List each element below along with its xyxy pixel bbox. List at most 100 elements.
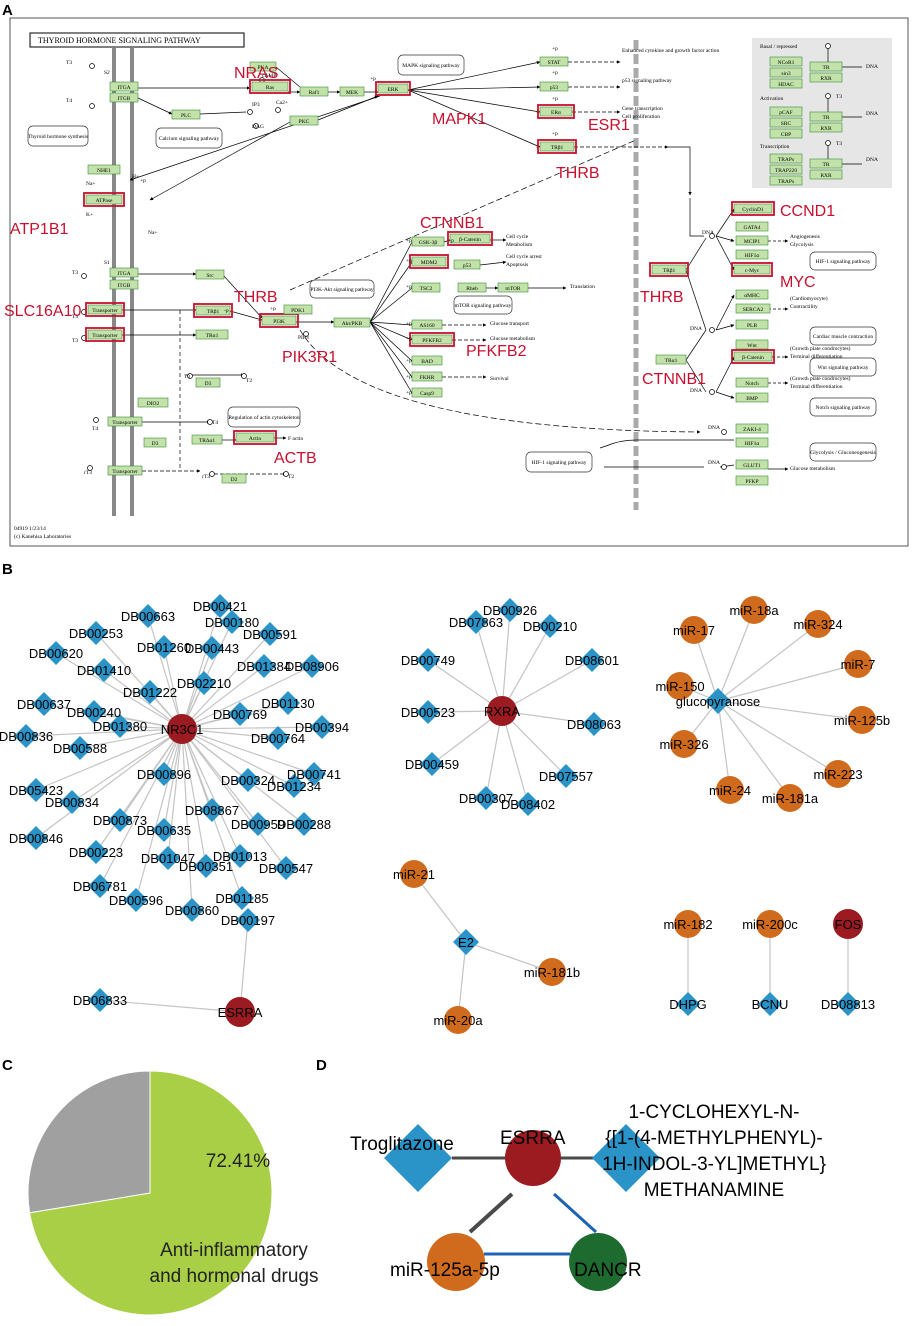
gene-box-dio3 bbox=[195, 377, 221, 388]
pathway-note: Activation bbox=[760, 96, 783, 102]
mirna-node bbox=[776, 784, 804, 812]
mirna-node bbox=[666, 672, 694, 700]
process-box-label: Cardiac muscle contraction bbox=[813, 334, 873, 340]
drug-node bbox=[252, 654, 276, 678]
pie-chart bbox=[27, 1070, 273, 1316]
mirna-node bbox=[804, 610, 832, 638]
process-box bbox=[525, 451, 593, 473]
gene-label-plc: PLC bbox=[181, 113, 191, 119]
highlight-gene-name: THRB bbox=[234, 289, 278, 306]
gene-label-aktpkb: Akt/PKB bbox=[342, 321, 363, 327]
gene-box-traps2 bbox=[769, 175, 803, 186]
process-box bbox=[227, 406, 301, 428]
drug-node bbox=[194, 854, 218, 878]
kegg-id: 04919 1/23/14 bbox=[14, 526, 46, 532]
pathway-note: Enhanced cytokine and growth factor acti… bbox=[622, 47, 720, 54]
drug-node bbox=[92, 658, 116, 682]
gene-label-pkc: PKC bbox=[299, 119, 310, 125]
pathway-note: +p bbox=[406, 321, 412, 327]
network-edge bbox=[501, 625, 551, 712]
process-box-label: PI3K-Akt signaling pathway bbox=[310, 287, 373, 293]
pathway-note: Na+ bbox=[148, 230, 158, 236]
node-label: DB00769 bbox=[213, 707, 267, 722]
network-edge bbox=[181, 728, 287, 869]
drug-node bbox=[88, 874, 112, 898]
gene-box-itga1 bbox=[109, 81, 139, 92]
network-edge bbox=[167, 728, 183, 859]
highlight-gene-name: MYC bbox=[780, 274, 816, 291]
gene-label-ras: Ras bbox=[266, 85, 274, 91]
pathway-note: cAMP bbox=[262, 73, 276, 79]
network-edge bbox=[163, 728, 183, 831]
compound-label-line1: 1-CYCLOHEXYL-N- bbox=[628, 1102, 799, 1123]
drug-node bbox=[152, 818, 176, 842]
gene-label-traa1: TRΔα1 bbox=[199, 438, 215, 444]
highlight-gene-name: PIK3R1 bbox=[282, 349, 337, 366]
pie-slice-0 bbox=[29, 1070, 273, 1316]
drug-node bbox=[836, 992, 860, 1016]
pathway-note: DAG bbox=[252, 124, 264, 130]
drug-node bbox=[108, 808, 132, 832]
gene-label-gsk3b: GSK-3β bbox=[419, 240, 438, 246]
node-label: miR-182 bbox=[663, 917, 712, 932]
node-label: DB01222 bbox=[123, 685, 177, 700]
gene-highlight-trans2 bbox=[85, 327, 125, 342]
gene-box-pka bbox=[249, 61, 277, 72]
pathway-note: T4 bbox=[66, 98, 72, 104]
pathway-note: Basal / repressed bbox=[760, 44, 798, 50]
gene-label-ncor1: NCoR1 bbox=[778, 60, 795, 66]
gene-box-src2 bbox=[769, 117, 803, 128]
node-label: BCNU bbox=[752, 997, 789, 1012]
gene-box-gata4 bbox=[735, 221, 769, 232]
pathway-note: DNA bbox=[702, 230, 714, 236]
pathway-note: +p bbox=[552, 70, 558, 76]
gene-label-itga2: ITGA bbox=[117, 271, 130, 277]
drug-node bbox=[416, 648, 440, 672]
gene-highlight-mdm2 bbox=[409, 254, 449, 269]
gene-label-rheb: Rheb bbox=[466, 286, 478, 292]
node-label: DB00210 bbox=[523, 619, 577, 634]
pathway-note: (Cardiomyocyte) bbox=[790, 295, 828, 302]
gene-highlight-erk bbox=[375, 81, 411, 96]
drug-node bbox=[416, 700, 440, 724]
gene-box-tsc2 bbox=[411, 282, 441, 293]
gene-box-notch bbox=[735, 377, 769, 388]
gene-box-gsk3b bbox=[411, 236, 445, 247]
pathway-note: Glucose metabolism bbox=[790, 466, 836, 472]
node-label: DB08063 bbox=[567, 717, 621, 732]
gene-box-rxr2 bbox=[809, 122, 843, 133]
gene-box-trap220 bbox=[769, 164, 803, 175]
troglitazone-node bbox=[384, 1124, 452, 1192]
gene-label-src2: SRC bbox=[781, 121, 792, 127]
node-label: DB00836 bbox=[0, 729, 53, 744]
drug-node bbox=[230, 886, 254, 910]
node-label: DB00180 bbox=[205, 615, 259, 630]
drug-node bbox=[464, 610, 488, 634]
node-label: DB06781 bbox=[73, 879, 127, 894]
pathway-note: (Growth plate condrocytes) bbox=[790, 375, 851, 382]
gene-box-amhc bbox=[735, 289, 769, 300]
gene-label-actin: Actin bbox=[249, 436, 261, 442]
gene-label-tr1: TR bbox=[822, 65, 829, 71]
network-edge bbox=[475, 621, 503, 712]
drug-node bbox=[236, 908, 260, 932]
gene-label-tsc2: TSC2 bbox=[420, 286, 433, 292]
gene-highlight-bcat1 bbox=[447, 231, 493, 246]
node-label: DB00421 bbox=[193, 599, 247, 614]
pathway-note: +p bbox=[406, 258, 412, 264]
mirna-label: miR-125a-5p bbox=[390, 1260, 500, 1281]
pathway-note: Glucose metabolism bbox=[490, 336, 536, 342]
mirna-node bbox=[716, 776, 744, 804]
pathway-note: IP3 bbox=[252, 102, 260, 108]
gene-box-bcat1 bbox=[449, 233, 491, 244]
node-label: miR-181a bbox=[762, 791, 819, 806]
node-label: glucopyranose bbox=[676, 694, 761, 709]
gene-label-dio2a: DIO2 bbox=[147, 401, 160, 407]
node-label: miR-200c bbox=[742, 917, 798, 932]
node-label: miR-326 bbox=[659, 737, 708, 752]
pathway-note: Translation bbox=[570, 284, 595, 290]
hub-node-fos bbox=[833, 909, 863, 939]
pathway-note: T3 bbox=[72, 270, 78, 276]
pathway-note: T3 bbox=[72, 314, 78, 320]
